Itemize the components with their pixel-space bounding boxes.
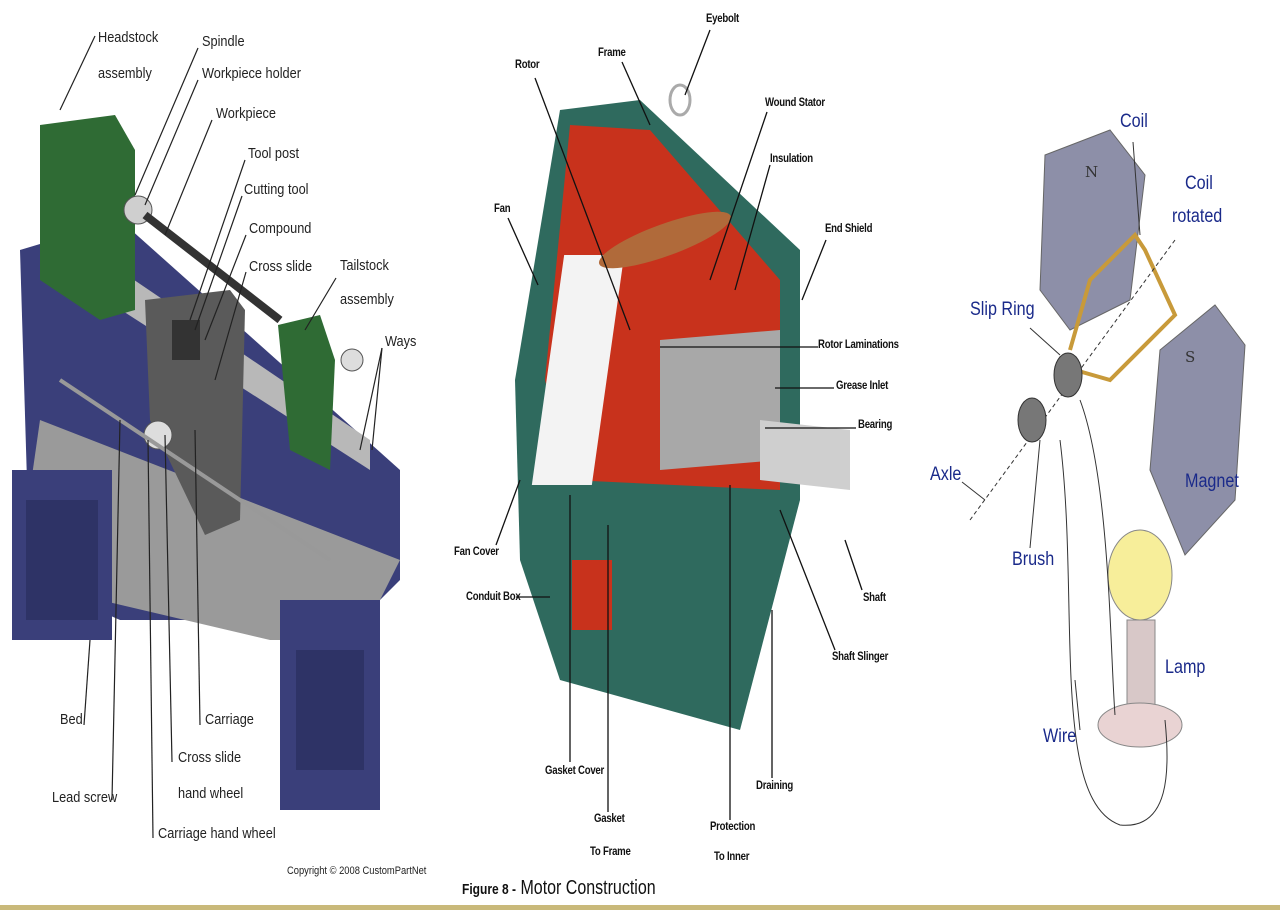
label-frame: Frame [598, 45, 626, 59]
figure-title: Motor Construction [520, 877, 656, 899]
motor-leader-lines [495, 29, 863, 820]
slip-ring-1 [1053, 352, 1083, 398]
label-lead-screw: Lead screw [52, 789, 118, 806]
lathe-illustration [12, 35, 400, 839]
label-north-pole: N [1085, 163, 1099, 181]
label-compound: Compound [249, 220, 312, 237]
label-south-pole: S [1185, 348, 1196, 366]
label-protection-to-inner: Protection [710, 819, 756, 833]
magnet-south [1149, 304, 1246, 556]
lamp-socket [1097, 702, 1183, 748]
label-tailstock: Tailstock [340, 257, 389, 274]
label-brush: Brush [1012, 549, 1055, 570]
coil-wire [1068, 231, 1178, 383]
label-cross-slide: Cross slide [249, 258, 313, 275]
label-tool-post: Tool post [248, 145, 300, 162]
axle-line [969, 239, 1176, 521]
label-workpiece: Workpiece [216, 105, 277, 122]
label-coil-rotated: rotated [1172, 206, 1223, 227]
label-cutting-tool: Cutting tool [244, 181, 309, 198]
lathe-workpiece [142, 211, 283, 324]
lathe-carriage [145, 290, 245, 535]
lathe-leg-panel [296, 650, 364, 770]
label-rotor: Rotor [515, 57, 540, 71]
label-slip-ring: Slip Ring [970, 299, 1035, 320]
label-gasket-cover: Gasket Cover [545, 763, 605, 777]
label-protection-to-inner: To Inner [714, 849, 750, 863]
lathe-tool-post [172, 320, 200, 360]
label-spindle: Spindle [202, 33, 245, 50]
label-draining: Draining [756, 778, 794, 792]
lathe-leg-panel [26, 500, 98, 620]
label-axle: Axle [930, 464, 962, 485]
figure-number: Figure 8 - [462, 881, 517, 898]
label-cross-slide-hand-wheel: hand wheel [178, 785, 244, 802]
label-bearing: Bearing [858, 417, 893, 431]
label-conduit-box: Conduit Box [466, 589, 521, 603]
label-lamp: Lamp [1165, 657, 1206, 678]
motor-shaft [760, 420, 850, 490]
label-magnet: Magnet [1185, 471, 1239, 492]
label-gasket-to-frame: To Frame [590, 844, 631, 858]
lathe-lead-screw [58, 378, 332, 562]
label-headstock: Headstock [98, 29, 159, 46]
label-carriage: Carriage [205, 711, 254, 728]
slip-ring-2 [1017, 397, 1047, 443]
figure-caption: Figure 8 - Motor Construction [462, 878, 656, 898]
label-insulation: Insulation [770, 151, 813, 165]
label-grease-inlet: Grease Inlet [836, 378, 889, 392]
label-cross-slide-hand-wheel: Cross slide [178, 749, 242, 766]
lathe-headstock [40, 115, 135, 320]
motor-nameplate [572, 560, 612, 630]
lamp-bulb [1107, 529, 1173, 621]
bottom-strip [0, 905, 1280, 910]
motor-stator-winding [598, 211, 732, 269]
copyright-text: Copyright © 2008 CustomPartNet [287, 865, 427, 877]
label-wire: Wire [1043, 726, 1077, 747]
generator-illustration [961, 129, 1246, 826]
label-carriage-hand-wheel: Carriage hand wheel [158, 825, 276, 842]
lamp-base [1126, 619, 1156, 716]
lathe-tailstock-wheel [340, 348, 364, 372]
label-end-shield: End Shield [825, 221, 873, 235]
label-coil-rotated: Coil [1185, 173, 1213, 194]
magnet-north [1039, 129, 1146, 331]
motor-rotor [531, 255, 625, 485]
label-eyebolt: Eyebolt [706, 11, 739, 25]
label-fan-cover: Fan Cover [454, 544, 499, 558]
label-rotor-laminations: Rotor Laminations [818, 337, 899, 351]
circuit-wire [1059, 439, 1168, 826]
motor-illustration [495, 29, 863, 820]
label-coil: Coil [1120, 111, 1148, 132]
label-shaft-slinger: Shaft Slinger [832, 649, 889, 663]
label-shaft: Shaft [863, 590, 886, 604]
motor-eyebolt [668, 83, 692, 117]
label-headstock: assembly [98, 65, 152, 82]
label-bed: Bed [60, 711, 83, 728]
label-wound-stator: Wound Stator [765, 95, 825, 109]
label-workpiece-holder: Workpiece holder [202, 65, 301, 82]
generator-leader-lines [961, 141, 1141, 731]
motor-laminations [660, 330, 780, 470]
lathe-tailstock [278, 315, 335, 470]
label-ways: Ways [385, 333, 417, 350]
circuit-wire [1079, 399, 1116, 716]
label-tailstock: assembly [340, 291, 394, 308]
label-gasket-to-frame: Gasket [594, 811, 625, 825]
lathe-leader-lines [59, 35, 383, 839]
label-fan: Fan [494, 201, 511, 215]
